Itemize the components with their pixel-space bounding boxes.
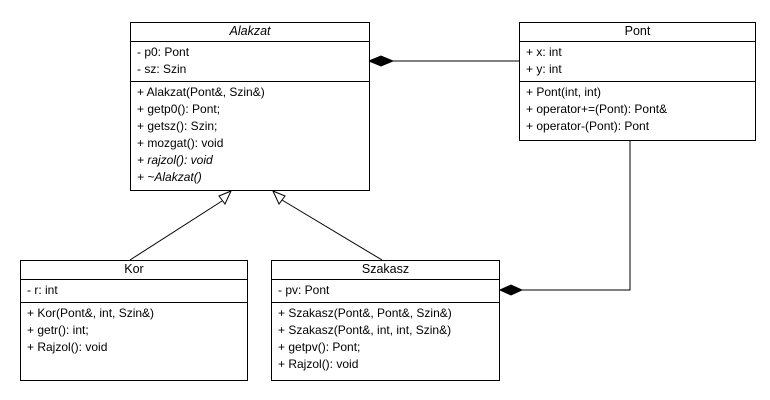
class-name-pont: Pont [520, 23, 755, 42]
operation: + getpv(): Pont; [278, 340, 361, 354]
operation: + mozgat(): void [137, 136, 224, 150]
operation: + getsz(): Szin; [137, 119, 218, 133]
operation: + operator+=(Pont): Pont& [526, 102, 668, 116]
attributes-kor: - r: int [21, 280, 247, 302]
class-name-szakasz: Szakasz [272, 261, 499, 280]
abstract-operation: + rajzol(): void [137, 153, 213, 167]
operation: + Kor(Pont&, int, Szin&) [27, 306, 155, 320]
operation: + operator-(Pont): Pont [526, 119, 650, 133]
operation: + Szakasz(Pont&, Pont&, Szin&) [278, 306, 452, 320]
attribute: - p0: Pont [137, 45, 190, 59]
generalization-arrowhead-kor [218, 190, 232, 205]
operation: + Szakasz(Pont&, int, int, Szin&) [278, 323, 452, 337]
operation: + Alakzat(Pont&, Szin&) [137, 85, 265, 99]
operations-szakasz: + Szakasz(Pont&, Pont&, Szin&) + Szakasz… [272, 302, 499, 376]
generalization-arrowhead-szakasz [272, 190, 286, 205]
attribute: - sz: Szin [137, 62, 187, 76]
composition-line-szakasz-pont [522, 141, 631, 291]
attributes-pont: + x: int + y: int [520, 42, 755, 81]
operation: + Rajzol(): void [278, 357, 359, 371]
operations-alakzat: + Alakzat(Pont&, Szin&) + getp0(): Pont;… [131, 81, 369, 189]
class-kor[interactable]: Kor - r: int + Kor(Pont&, int, Szin&) + … [20, 260, 248, 381]
operations-kor: + Kor(Pont&, int, Szin&) + getr(): int; … [21, 302, 247, 359]
attributes-szakasz: - pv: Pont [272, 280, 499, 302]
abstract-operation: + ~Alakzat() [137, 170, 202, 184]
attribute: + x: int [526, 45, 562, 59]
attributes-alakzat: - p0: Pont - sz: Szin [131, 42, 369, 81]
operation: + getr(): int; [27, 323, 89, 337]
generalization-line-kor [129, 200, 223, 261]
composition-diamond-szakasz [498, 284, 524, 296]
class-name-kor: Kor [21, 261, 247, 280]
class-pont[interactable]: Pont + x: int + y: int + Pont(int, int) … [519, 22, 756, 141]
attribute: + y: int [526, 62, 562, 76]
operations-pont: + Pont(int, int) + operator+=(Pont): Pon… [520, 81, 755, 138]
operation: + getp0(): Pont; [137, 102, 221, 116]
class-alakzat[interactable]: Alakzat - p0: Pont - sz: Szin + Alakzat(… [130, 22, 370, 191]
attribute: - pv: Pont [278, 283, 330, 297]
class-name-alakzat: Alakzat [131, 23, 369, 42]
class-szakasz[interactable]: Szakasz - pv: Pont + Szakasz(Pont&, Pont… [271, 260, 500, 381]
operation: + Rajzol(): void [27, 340, 108, 354]
composition-diamond-alakzat [367, 55, 395, 67]
operation: + Pont(int, int) [526, 85, 602, 99]
attribute: - r: int [27, 283, 58, 297]
generalization-line-szakasz [281, 199, 383, 261]
